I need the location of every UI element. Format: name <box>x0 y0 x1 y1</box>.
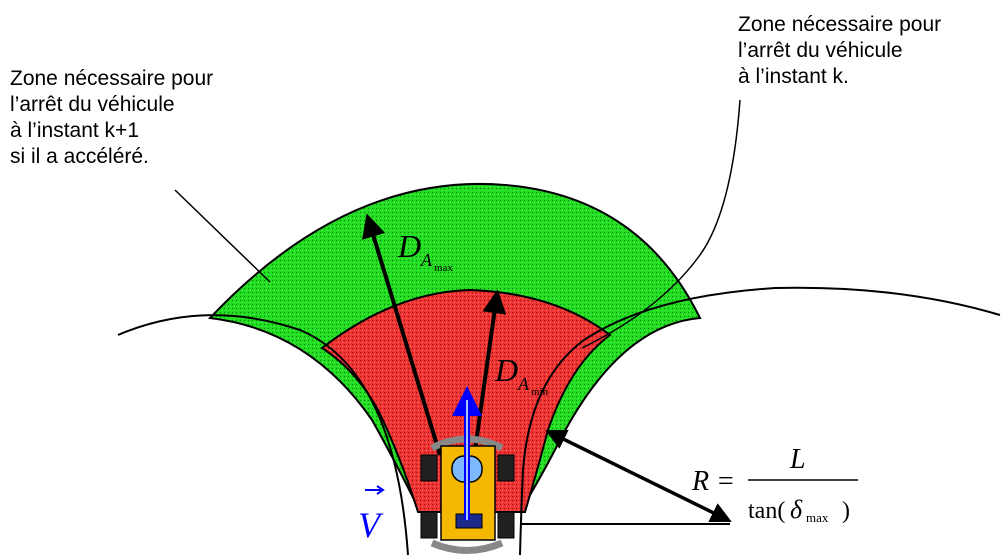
velocity-label: V <box>358 485 385 545</box>
d-outer-symbol: D <box>397 228 421 264</box>
wheel-rear-right <box>497 511 515 539</box>
left-zone-line-4: si il a accéléré. <box>10 145 149 168</box>
r-formula-delta-subscript: max <box>806 510 829 525</box>
d-outer-subscript: A <box>420 250 433 270</box>
d-outer-arrow <box>362 213 442 456</box>
right-zone-annotation: Zone nécessaire pour l’arrêt du véhicule… <box>738 12 941 90</box>
left-zone-line-3: à l’instant k+1 <box>10 119 139 142</box>
right-label-leader <box>581 99 741 349</box>
right-zone-line-2: l’arrêt du véhicule <box>738 39 903 62</box>
velocity-vector-head <box>376 485 385 495</box>
wheel-rear-left <box>420 511 438 539</box>
d-inner-symbol: D <box>494 352 518 388</box>
rear-bumper <box>430 539 504 554</box>
left-zone-line-1: Zone nécessaire pour <box>10 67 214 90</box>
d-outer-subsubscript: max <box>434 262 453 274</box>
right-zone-line-1: Zone nécessaire pour <box>738 13 942 36</box>
left-boundary-curve <box>117 314 409 556</box>
wheel-front-right <box>497 454 515 482</box>
r-radius-arrow <box>545 429 732 523</box>
r-formula-denominator-suffix: ) <box>842 498 850 524</box>
left-label-leader <box>174 189 271 283</box>
right-zone-line-3: à l’instant k. <box>738 65 849 88</box>
r-formula-numerator: L <box>789 444 806 475</box>
r-formula: R = L tan( δ max ) <box>691 444 858 525</box>
d-inner-label: D A min <box>494 352 549 398</box>
r-formula-lhs: R = <box>691 466 735 497</box>
d-inner-subscript: A <box>517 374 530 394</box>
right-boundary-curve <box>519 286 1001 556</box>
r-formula-delta: δ <box>790 495 803 524</box>
left-zone-annotation: Zone nécessaire pour l’arrêt du véhicule… <box>10 66 213 170</box>
d-outer-label: D A max <box>397 228 453 274</box>
wheel-front-left <box>420 454 438 482</box>
vehicle <box>420 435 515 554</box>
velocity-symbol: V <box>358 505 384 545</box>
d-inner-subsubscript: min <box>531 386 549 398</box>
d-inner-arrow <box>473 289 507 451</box>
r-formula-denominator-prefix: tan( <box>748 498 785 524</box>
left-zone-line-2: l’arrêt du véhicule <box>10 93 175 116</box>
